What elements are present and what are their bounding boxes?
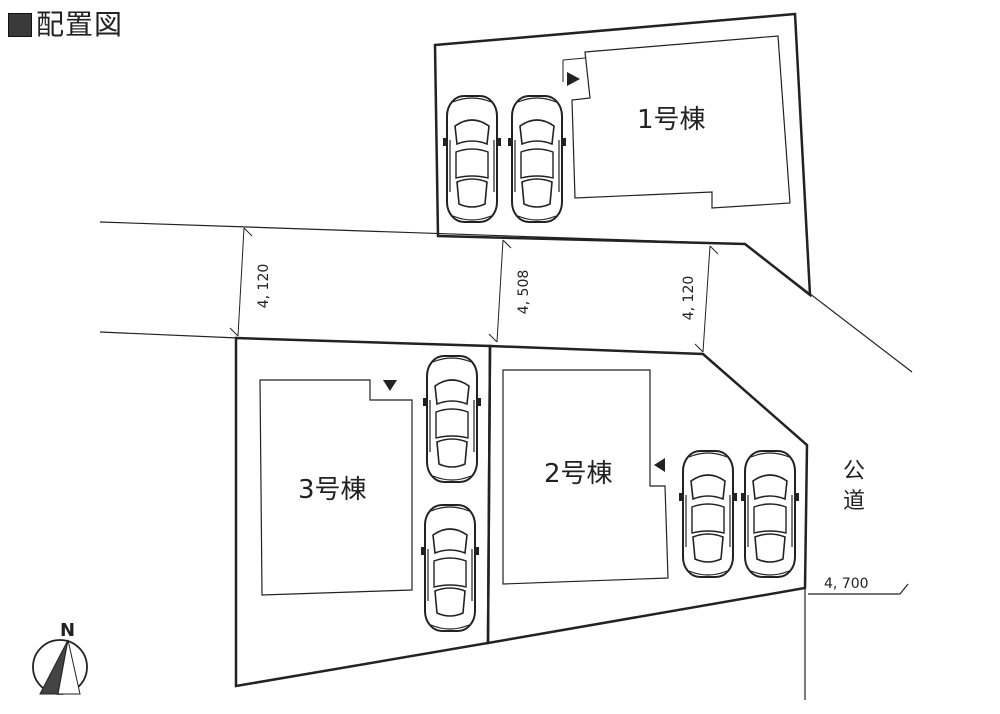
drawing-title: 配置図: [8, 10, 123, 40]
car-icon: [420, 504, 480, 632]
building-1-entrance-icon: [567, 72, 580, 86]
building-2-entrance-icon: [654, 458, 665, 472]
building-3-label: 3号棟: [298, 475, 367, 505]
car-icon: [678, 450, 738, 578]
building-1-footprint: [571, 35, 791, 209]
private-road-lower-line: [99, 331, 239, 339]
dimension-label: 4, 508: [516, 270, 532, 315]
title-text: 配置図: [36, 8, 124, 41]
north-arrow-icon: N: [32, 620, 88, 695]
dim-tick: [899, 583, 909, 595]
car-icon: [507, 95, 567, 223]
north-label: N: [60, 620, 75, 641]
car-icon: [422, 355, 482, 483]
road-label-1: 公: [843, 459, 865, 484]
building-3-entrance-icon: [383, 380, 397, 391]
dimension-label: 4, 120: [256, 264, 272, 309]
building-1-label: 1号棟: [637, 105, 706, 135]
car-icon: [740, 450, 800, 578]
dimension-label: 4, 120: [681, 276, 697, 321]
dimension-label: 4, 700: [824, 576, 869, 592]
lot-1-boundary: [433, 12, 812, 298]
lot-2-boundary: [486, 344, 809, 645]
car-icon: [442, 95, 502, 223]
building-3-footprint: [259, 379, 413, 596]
road-label-2: 道: [843, 489, 865, 514]
building-2-label: 2号棟: [544, 459, 613, 489]
title-marker-icon: [8, 13, 32, 37]
building-2-footprint: [502, 369, 669, 585]
